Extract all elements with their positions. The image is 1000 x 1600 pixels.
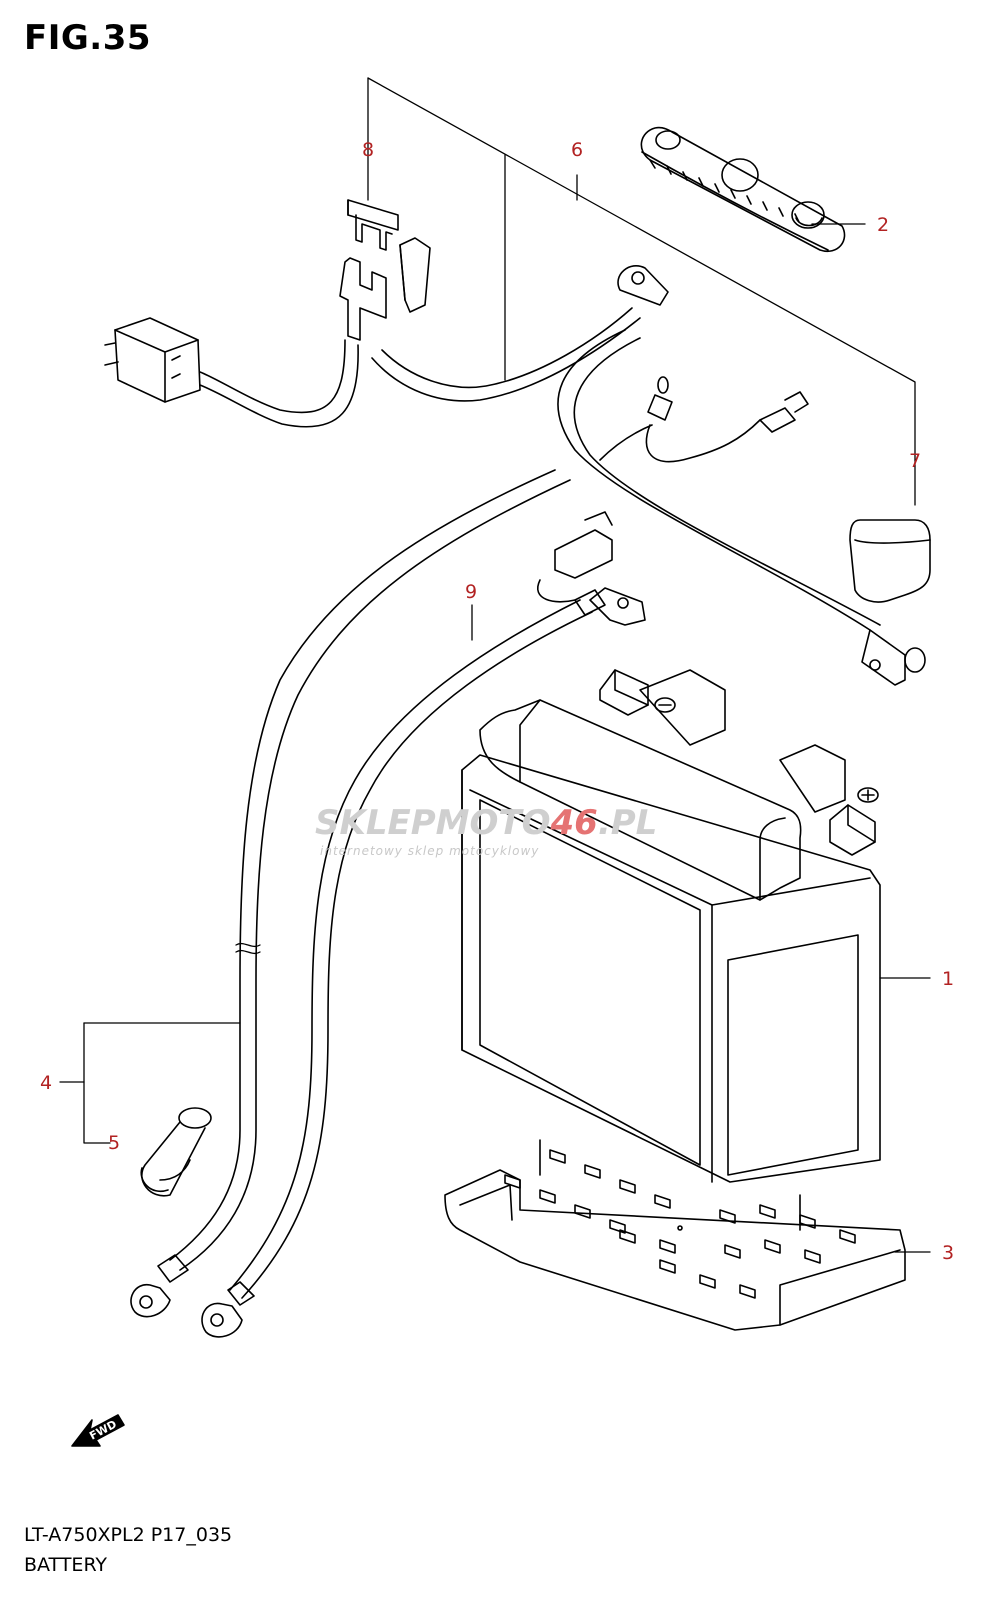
callout-5: 5: [108, 1132, 120, 1154]
figure-name: BATTERY: [24, 1554, 108, 1576]
figure-title: FIG.35: [24, 18, 152, 58]
callout-6: 6: [571, 139, 583, 161]
forward-arrow-icon: FWD: [71, 1414, 125, 1447]
callout-3: 3: [942, 1242, 954, 1264]
battery: [461, 669, 881, 1183]
callout-1: 1: [942, 968, 954, 990]
battery-harness: [104, 237, 926, 686]
positive-cable: [201, 511, 646, 1338]
callout-8: 8: [362, 139, 374, 161]
callout-9: 9: [465, 581, 477, 603]
figure-model-code: LT-A750XPL2 P17_035: [24, 1524, 233, 1546]
terminal-boot: [140, 1107, 212, 1197]
negative-cable: [130, 469, 571, 1318]
fuse: [347, 199, 399, 251]
watermark-brand-c: .PL: [598, 803, 658, 843]
watermark-brand-b: 46: [549, 803, 597, 843]
callout-4: 4: [40, 1072, 52, 1094]
callout-2: 2: [877, 214, 889, 236]
battery-tray: [444, 1139, 906, 1331]
svg-text:SKLEPMOTO46.PL: SKLEPMOTO46.PL: [315, 803, 657, 843]
leader-lines: [59, 77, 931, 1253]
watermark-brand-a: SKLEPMOTO: [315, 803, 550, 843]
callout-7: 7: [909, 450, 921, 472]
battery-holder-strip: [640, 126, 846, 253]
watermark-tagline: internetowy sklep motocyklowy: [320, 844, 539, 858]
terminal-cap: [849, 519, 931, 603]
watermark: SKLEPMOTO46.PL internetowy sklep motocyk…: [315, 803, 657, 858]
